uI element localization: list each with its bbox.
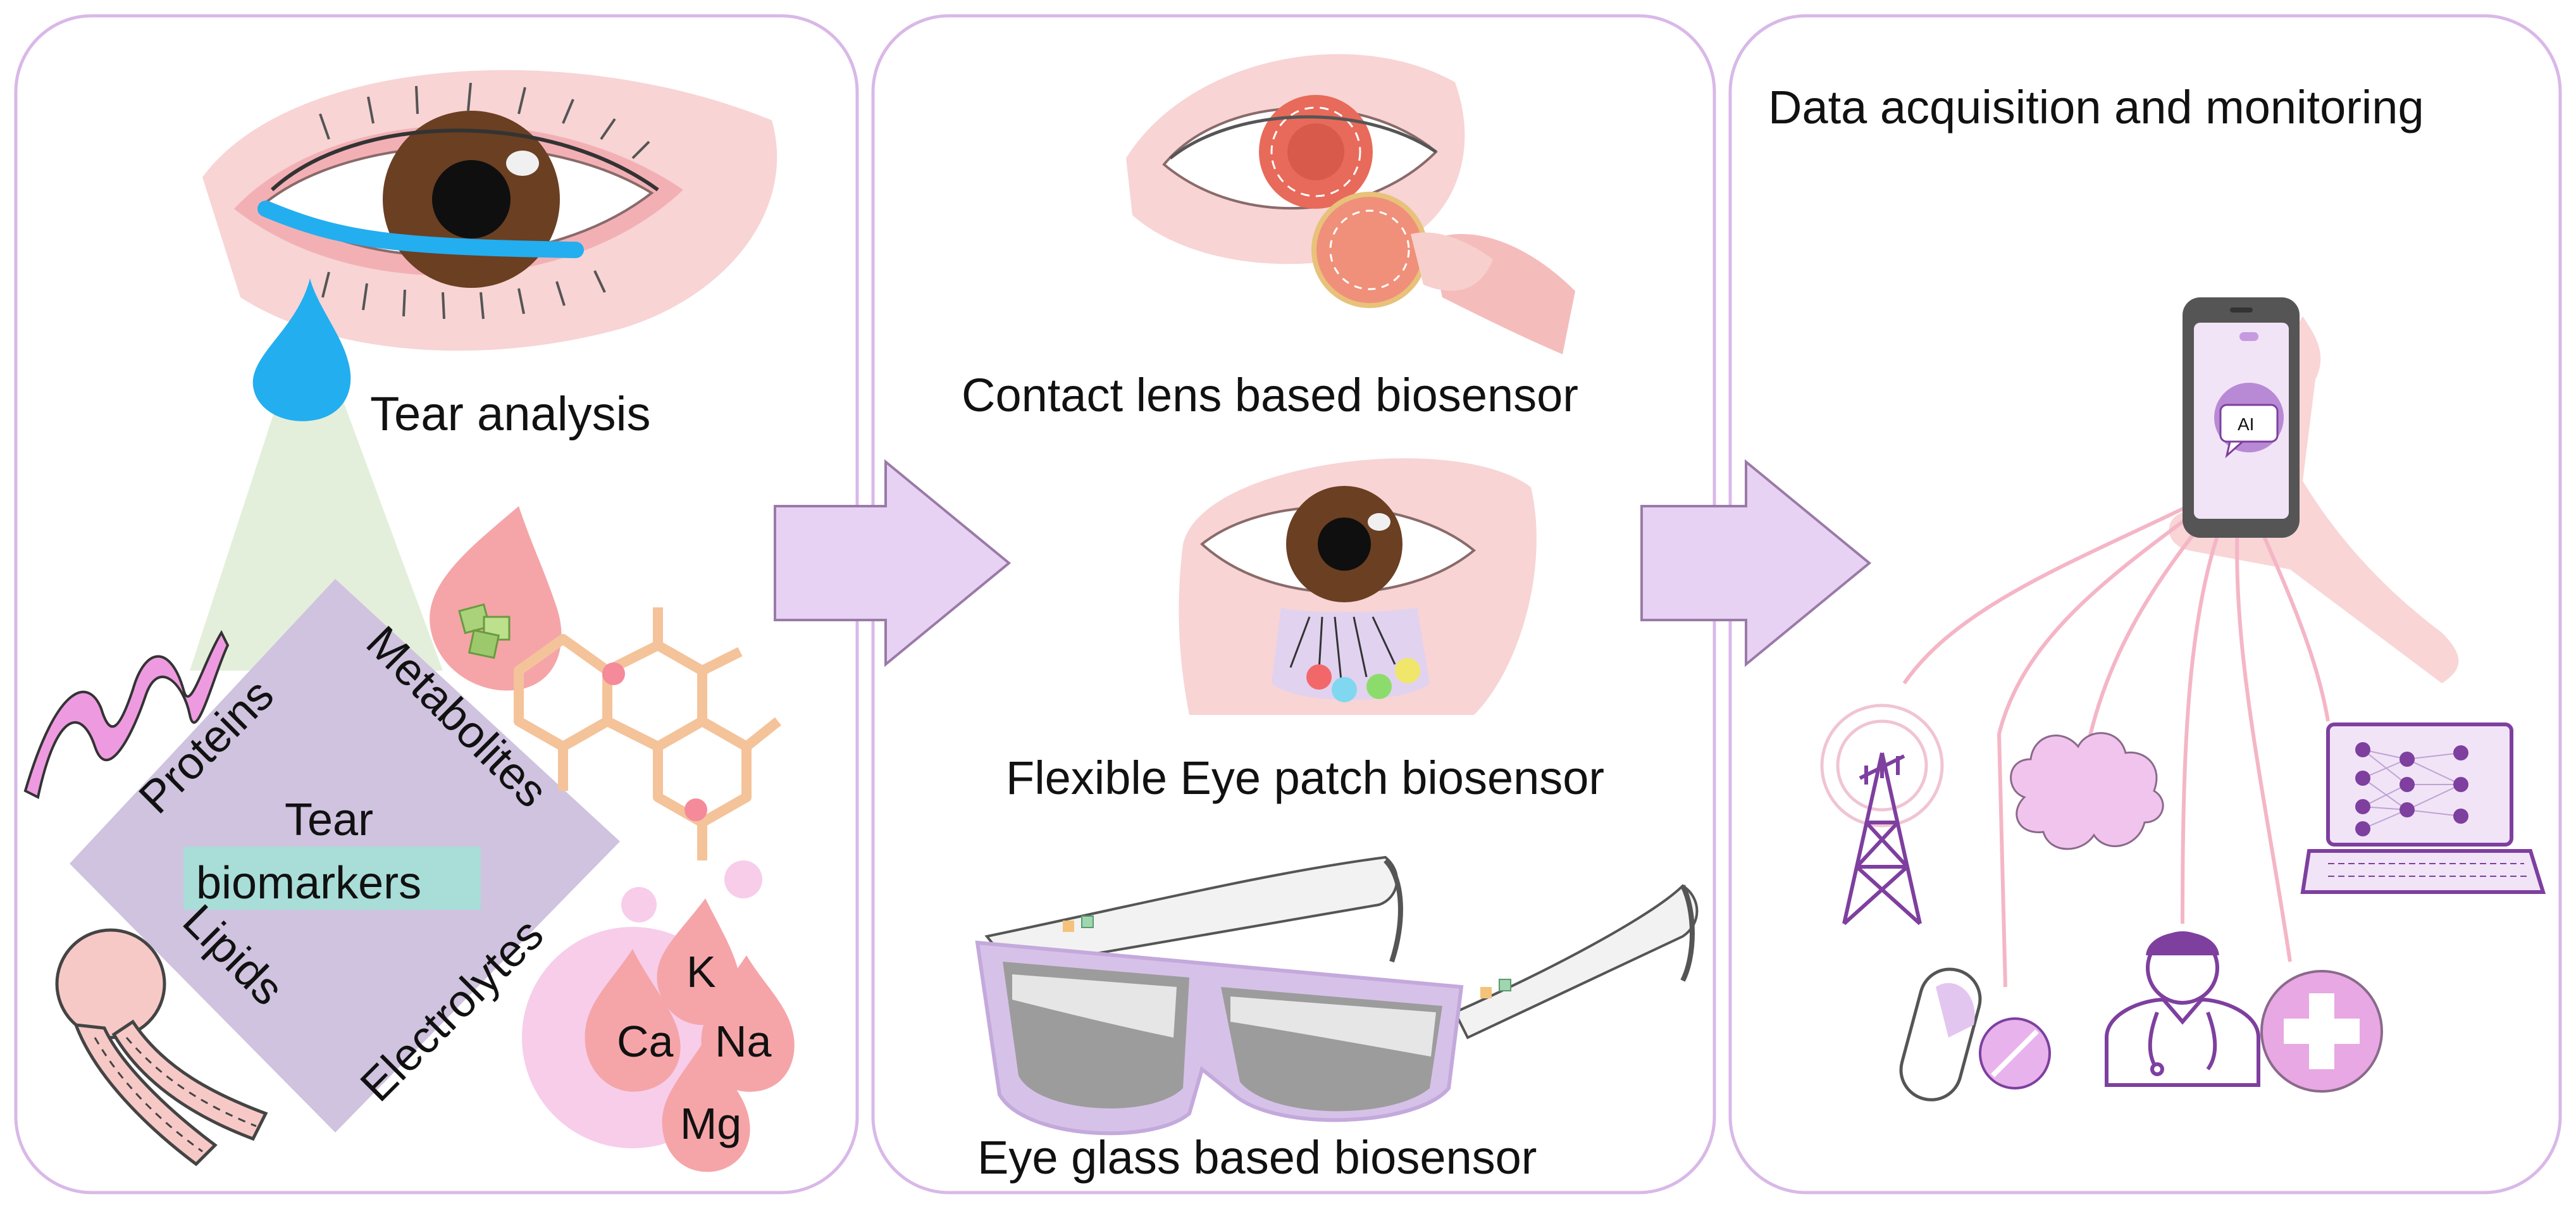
arrow-middle-to-right	[1640, 459, 1872, 667]
eye-patch-icon	[1179, 458, 1537, 715]
molecule-dot-2	[684, 798, 707, 821]
metabolite-drop-icon	[430, 506, 562, 691]
doctor-icon	[2105, 931, 2260, 1087]
tear-drop-icon	[252, 278, 351, 421]
ion-mg-label: Mg	[680, 1099, 741, 1148]
molecule-dot-1	[602, 662, 625, 685]
analysis-light-cone	[190, 380, 443, 671]
ion-na-label: Na	[715, 1017, 772, 1066]
pill-icon	[1899, 967, 1982, 1101]
medical-cross-icon	[2260, 970, 2383, 1093]
eyeglasses-icon	[975, 855, 1699, 1136]
ion-k-label: K	[686, 947, 716, 996]
arrow-left-to-middle	[774, 459, 1012, 667]
eye-patch-label: Flexible Eye patch biosensor	[1006, 752, 1604, 804]
dna-icon	[23, 630, 230, 799]
data-monitoring-title: Data acquisition and monitoring	[1768, 81, 2424, 133]
ai-chat-icon: AI	[2214, 383, 2284, 459]
contact-lens-label: Contact lens based biosensor	[962, 369, 1578, 421]
ai-label: AI	[2238, 414, 2254, 434]
tear-analysis-label: Tear analysis	[370, 387, 651, 441]
ion-ca-label: Ca	[617, 1017, 674, 1066]
contact-lens-eye-icon	[1126, 54, 1575, 354]
tear-biomarkers-highlight	[183, 847, 481, 910]
tablet-icon	[1979, 1017, 2051, 1089]
cloud-icon	[2010, 732, 2164, 850]
electrolyte-drops-icon	[522, 860, 795, 1172]
connection-lines	[1902, 492, 2330, 988]
antenna-tower-icon	[1820, 704, 1944, 926]
hand-icon	[2169, 316, 2459, 683]
laptop-neural-net-icon	[2300, 723, 2546, 894]
eye-icon	[202, 70, 777, 351]
lipid-icon	[55, 928, 268, 1167]
tear-label: Tear	[285, 795, 373, 845]
biomarkers-label: biomarkers	[196, 858, 421, 909]
eye-glass-label: Eye glass based biosensor	[977, 1131, 1537, 1184]
